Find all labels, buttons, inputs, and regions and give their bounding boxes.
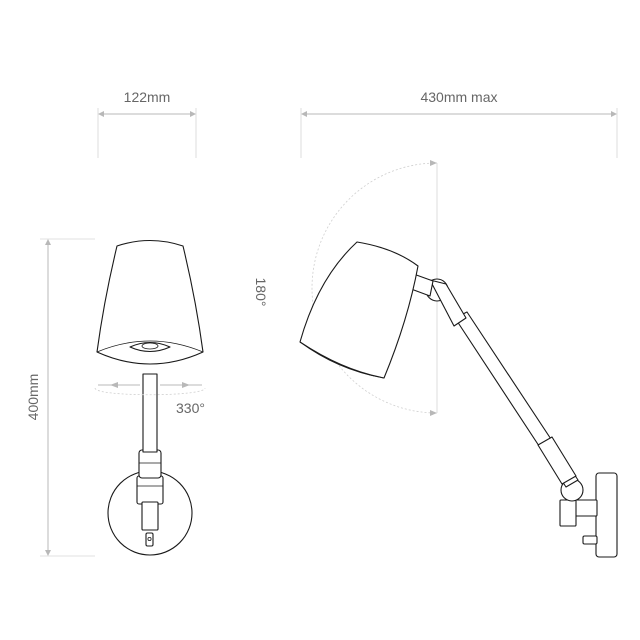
total-height-label: 400mm: [25, 374, 41, 421]
front-switch-icon: [145, 532, 154, 547]
shade-width-label: 122mm: [124, 89, 171, 105]
side-shade: [299, 241, 419, 379]
dimension-max-reach: 430mm max: [300, 89, 618, 158]
side-wall-plate: [595, 472, 618, 558]
max-reach-label: 430mm max: [420, 89, 497, 105]
dimension-total-height: 400mm: [25, 238, 95, 557]
front-arm: [142, 373, 158, 453]
front-bulb-holder: [129, 341, 171, 353]
side-mount: [574, 499, 598, 517]
side-switch-icon: [582, 535, 598, 545]
tilt-arc: [311, 162, 438, 414]
tilt-angle-label: 180°: [253, 278, 269, 307]
dimension-shade-width: 122mm: [97, 89, 197, 158]
swivel-arc: [94, 387, 206, 396]
swivel-angle-label: 330°: [176, 400, 205, 416]
front-mount-bracket: [136, 475, 164, 505]
front-view-lamp: 330°: [94, 240, 206, 556]
side-view-lamp: 180°: [253, 160, 618, 558]
front-knuckle: [138, 449, 162, 479]
